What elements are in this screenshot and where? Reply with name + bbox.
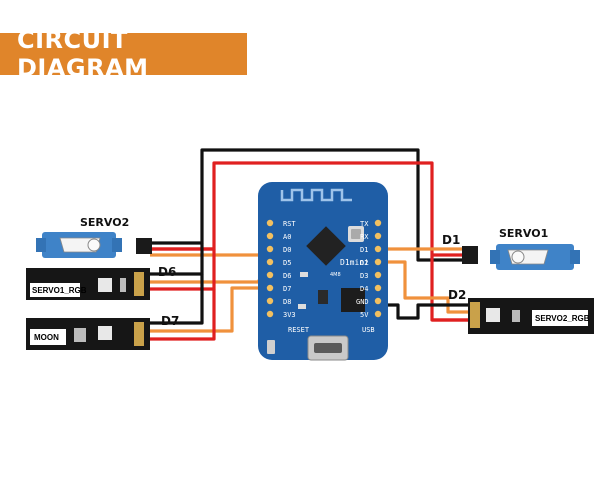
d7-label: D7: [161, 314, 179, 328]
regulator: [318, 290, 328, 304]
left-header: [266, 219, 274, 318]
servo2-connector: [136, 238, 152, 254]
servo1-label: SERVO1: [499, 227, 548, 240]
servo1-rgb-label: SERVO1_RGB: [32, 286, 87, 295]
strip-pads: [470, 302, 480, 328]
led-chip: [98, 326, 112, 340]
wire-gnd-right: [388, 303, 470, 320]
d2-label: D2: [448, 288, 466, 302]
pin-label-right: 5V: [360, 311, 369, 319]
moon-label: MOON: [34, 333, 59, 342]
servo2-label: SERVO2: [80, 216, 129, 229]
pin-label-right: D4: [360, 285, 368, 293]
pin-label-right: D1: [360, 246, 368, 254]
servo2-tab: [36, 238, 46, 252]
pin-label-left: D0: [283, 246, 291, 254]
pin-label-right: D2: [360, 259, 368, 267]
servo1: SERVO1: [462, 227, 580, 270]
servo1-tab: [490, 250, 500, 264]
servo2-tab-right: [112, 238, 122, 252]
servo1-tab-right: [570, 250, 580, 264]
servo2-hub: [87, 238, 101, 252]
title-banner: CIRCUIT DIAGRAM: [0, 26, 247, 82]
wire-moon-red: [150, 289, 216, 341]
d6-label: D6: [158, 265, 176, 279]
pin-label-left: D7: [283, 285, 291, 293]
strip-label-box: [30, 329, 66, 345]
usb-port-opening: [314, 343, 342, 353]
usb-serial-chip: [341, 288, 365, 312]
pin-label-left: D5: [283, 259, 291, 267]
led-resistor: [74, 328, 86, 342]
servo2: SERVO2: [36, 216, 152, 258]
pin-label-left: RST: [283, 220, 296, 228]
servo1-connector: [462, 246, 478, 264]
pin-label-right: D3: [360, 272, 368, 280]
pin-label-left: A0: [283, 233, 291, 241]
board-name: D1mini: [340, 258, 369, 267]
strip-pads: [134, 272, 144, 296]
wire-moon-black: [150, 274, 204, 325]
wire-black-top-loop: [150, 148, 470, 262]
strip-label-box: [532, 310, 588, 326]
moon-strip: MOON: [26, 318, 150, 350]
pin-label-right: GND: [356, 298, 369, 306]
wire-moon-signal: [150, 286, 275, 333]
pin-label-left: D6: [283, 272, 291, 280]
led-resistor: [512, 310, 520, 322]
servo2-rgb-strip: SERVO2_RGB: [468, 298, 594, 334]
led-chip: [486, 308, 500, 322]
crystal-inner: [351, 229, 361, 239]
strip-pads: [134, 322, 144, 346]
pin-label-right: TX: [360, 220, 369, 228]
servo2-rgb-label: SERVO2_RGB: [535, 314, 590, 323]
right-header: [374, 219, 382, 318]
smd-component: [300, 272, 308, 277]
servo1-hub: [511, 250, 525, 264]
d1-label: D1: [442, 233, 460, 247]
esp-chip: [306, 226, 346, 266]
pin-label-right: RX: [360, 233, 369, 241]
pin-label-left: 3V3: [283, 311, 296, 319]
led-resistor: [120, 278, 126, 292]
wire-d2-signal: [388, 260, 470, 314]
led-chip: [98, 278, 112, 292]
reset-label: RESET: [288, 326, 310, 334]
d1-mini-board: RST A0 D0 D5 D6 D7 D8 3V3 TX RX D1 D2 D3…: [258, 182, 388, 361]
strip-label-box: [30, 283, 80, 297]
servo1-rgb-strip: SERVO1_RGB: [26, 268, 150, 300]
pin-label-left: D8: [283, 298, 291, 306]
smd-component-2: [298, 304, 306, 309]
board-marking: 4M8: [330, 272, 341, 278]
antenna-trace: [280, 188, 352, 202]
reset-button[interactable]: [267, 340, 275, 354]
usb-label: USB: [362, 326, 375, 334]
page-title: CIRCUIT DIAGRAM: [17, 26, 149, 82]
